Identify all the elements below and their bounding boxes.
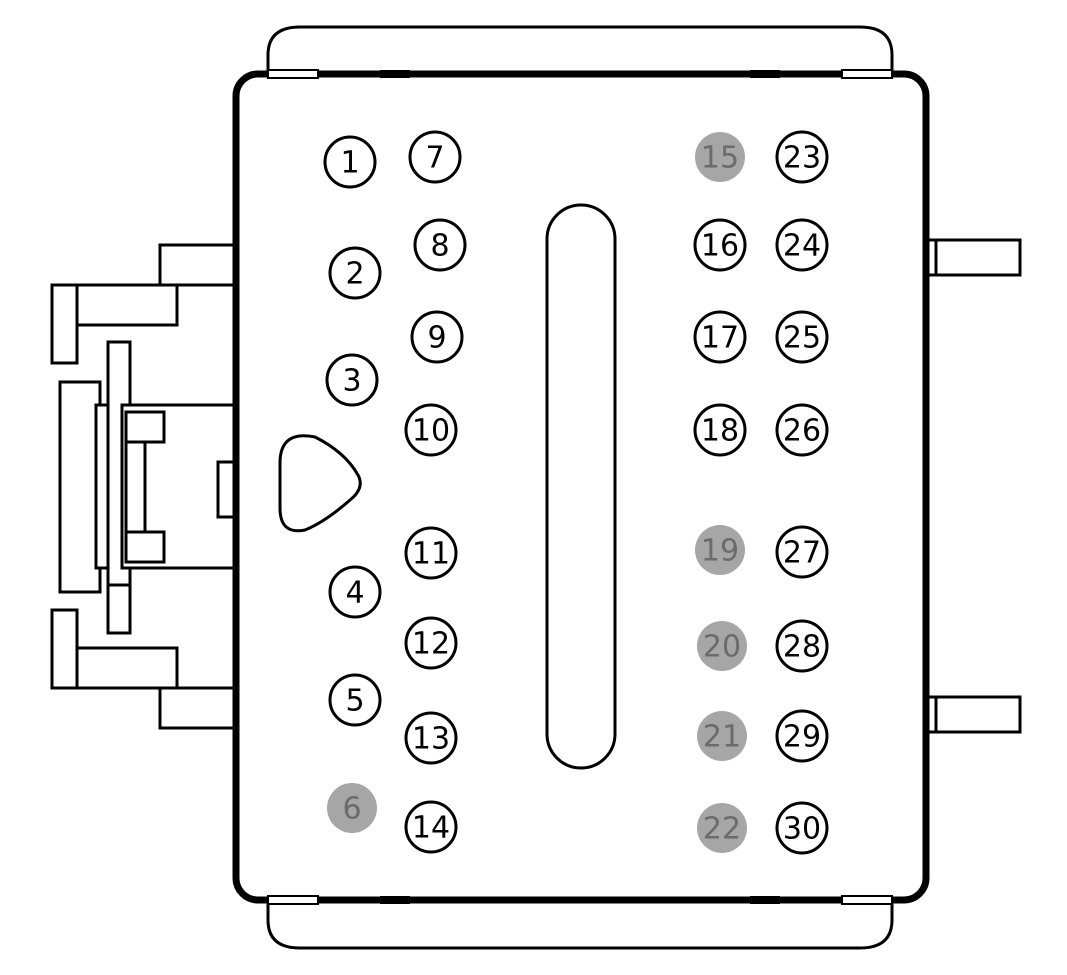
- pin-9: 9: [410, 310, 464, 364]
- pin-circle: [404, 711, 458, 765]
- pin-label: 23: [783, 141, 821, 176]
- pin-circle: [325, 353, 379, 407]
- pin-13: 13: [404, 711, 458, 765]
- pin-label: 28: [783, 630, 821, 665]
- pin-label: 16: [701, 229, 739, 264]
- pin-19: 19: [695, 525, 745, 575]
- pin-26: 26: [775, 403, 829, 457]
- pin-7: 7: [408, 130, 462, 184]
- pin-label: 30: [783, 812, 821, 847]
- pin-21: 21: [697, 711, 747, 761]
- pin-label: 12: [412, 627, 450, 662]
- pin-label: 11: [412, 537, 450, 572]
- pin-cavities: 1234567891011121314151617181920212223242…: [323, 130, 829, 855]
- pin-circle: [697, 803, 747, 853]
- pin-circle: [693, 218, 747, 272]
- pin-2: 2: [328, 246, 382, 300]
- pin-16: 16: [693, 218, 747, 272]
- pin-label: 1: [340, 146, 359, 181]
- pin-17: 17: [693, 310, 747, 364]
- pin-circle: [775, 525, 829, 579]
- pin-10: 10: [404, 403, 458, 457]
- pin-circle: [697, 621, 747, 671]
- top-tab: [266, 25, 894, 82]
- pin-circle: [328, 246, 382, 300]
- pin-30: 30: [775, 801, 829, 855]
- pin-label: 29: [783, 720, 821, 755]
- polarization-key: [278, 434, 362, 533]
- pin-circle: [404, 616, 458, 670]
- pin-label: 9: [427, 321, 446, 356]
- pin-label: 10: [412, 414, 450, 449]
- pin-circle: [695, 525, 745, 575]
- pin-15: 15: [695, 132, 745, 182]
- pin-circle: [693, 310, 747, 364]
- pin-1: 1: [323, 135, 377, 189]
- pin-circle: [328, 565, 382, 619]
- pin-circle: [775, 130, 829, 184]
- pin-circle: [775, 801, 829, 855]
- pin-3: 3: [325, 353, 379, 407]
- pin-label: 2: [345, 257, 364, 292]
- pin-circle: [404, 800, 458, 854]
- pin-circle: [404, 526, 458, 580]
- edge-clips: [267, 69, 893, 905]
- pin-23: 23: [775, 130, 829, 184]
- pin-circle: [327, 783, 377, 833]
- pin-circle: [775, 310, 829, 364]
- pin-circle: [413, 218, 467, 272]
- pin-5: 5: [328, 673, 382, 727]
- bottom-tab: [266, 893, 894, 950]
- pin-circle: [328, 673, 382, 727]
- pin-8: 8: [413, 218, 467, 272]
- pin-label: 24: [783, 229, 821, 264]
- center-slot: [545, 203, 617, 770]
- pin-18: 18: [693, 403, 747, 457]
- pin-label: 6: [342, 792, 361, 827]
- pin-circle: [404, 403, 458, 457]
- pin-label: 3: [342, 364, 361, 399]
- pin-25: 25: [775, 310, 829, 364]
- pin-label: 17: [701, 321, 739, 356]
- pin-label: 13: [412, 722, 450, 757]
- pin-24: 24: [775, 218, 829, 272]
- left-latch: [50, 243, 242, 730]
- pin-circle: [775, 218, 829, 272]
- pin-circle: [323, 135, 377, 189]
- pin-label: 27: [783, 536, 821, 571]
- pin-circle: [775, 709, 829, 763]
- pin-label: 26: [783, 414, 821, 449]
- pin-label: 25: [783, 321, 821, 356]
- pin-label: 22: [703, 812, 741, 847]
- pin-label: 20: [703, 630, 741, 665]
- pin-20: 20: [697, 621, 747, 671]
- pin-circle: [408, 130, 462, 184]
- pin-22: 22: [697, 803, 747, 853]
- pin-circle: [697, 711, 747, 761]
- pin-circle: [775, 403, 829, 457]
- pin-circle: [775, 619, 829, 673]
- pin-label: 19: [701, 534, 739, 569]
- pin-27: 27: [775, 525, 829, 579]
- pin-label: 8: [430, 229, 449, 264]
- pin-circle: [693, 403, 747, 457]
- pin-6: 6: [327, 783, 377, 833]
- pin-label: 7: [425, 141, 444, 176]
- pin-28: 28: [775, 619, 829, 673]
- pin-14: 14: [404, 800, 458, 854]
- pin-label: 5: [345, 684, 364, 719]
- pin-label: 18: [701, 414, 739, 449]
- pin-label: 4: [345, 576, 364, 611]
- pin-label: 15: [701, 141, 739, 176]
- pin-12: 12: [404, 616, 458, 670]
- pin-label: 14: [412, 811, 450, 846]
- pin-label: 21: [703, 720, 741, 755]
- pin-29: 29: [775, 709, 829, 763]
- pin-circle: [695, 132, 745, 182]
- pin-circle: [410, 310, 464, 364]
- pin-4: 4: [328, 565, 382, 619]
- pin-11: 11: [404, 526, 458, 580]
